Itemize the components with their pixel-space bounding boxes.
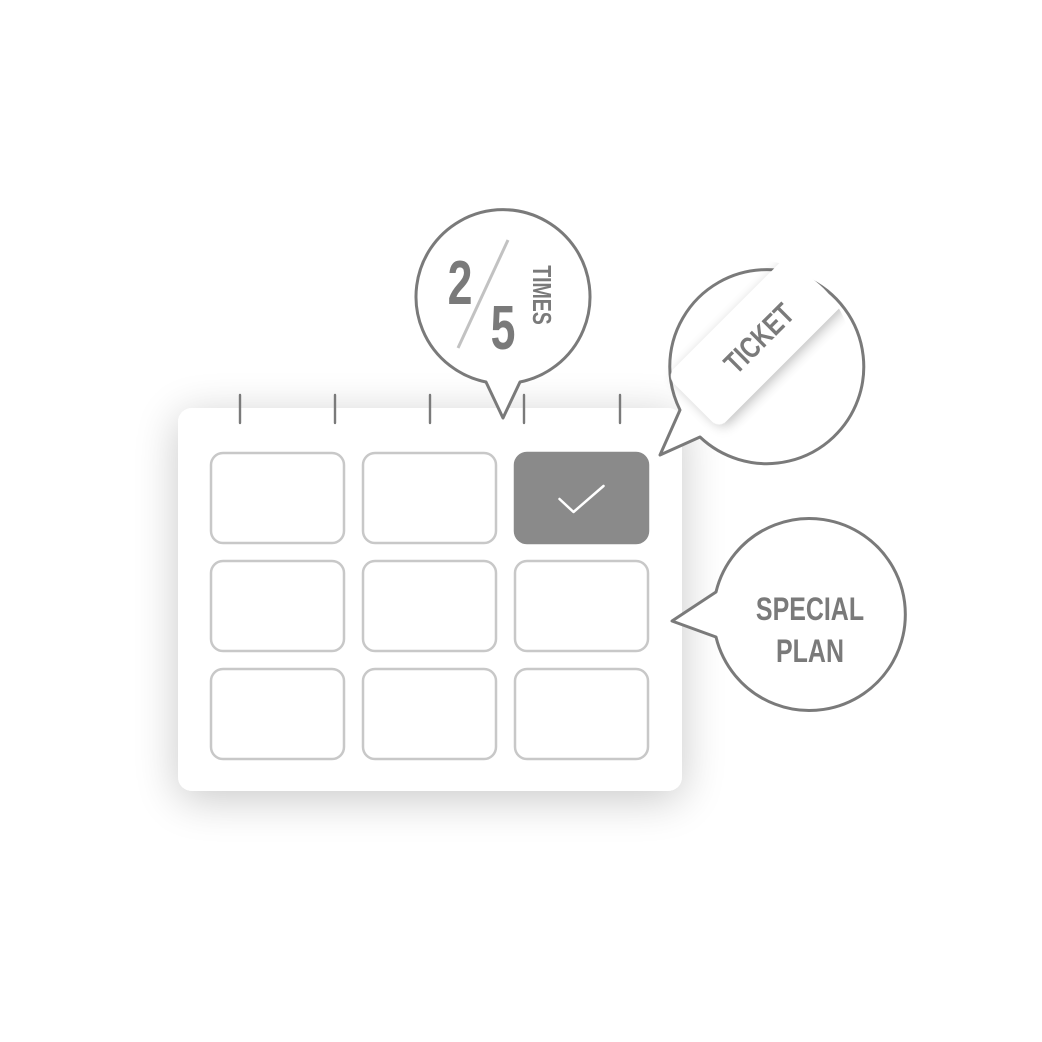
counter-unit-label: TIMES	[527, 265, 556, 325]
calendar-cell[interactable]	[361, 559, 498, 653]
special-plan-bubble-shape	[670, 517, 907, 712]
calendar-cell[interactable]	[513, 667, 650, 761]
times-counter-bubble-shape	[414, 208, 592, 420]
special-plan-line2: PLAN	[776, 634, 844, 670]
calendar-cell[interactable]	[209, 667, 346, 761]
checkmark-icon	[558, 484, 605, 514]
calendar-cell[interactable]	[513, 559, 650, 653]
calendar-cell[interactable]	[361, 667, 498, 761]
calendar-grid	[209, 451, 650, 761]
calendar-binder-ticks	[238, 393, 622, 425]
calendar-cell[interactable]	[209, 451, 346, 545]
calendar-cell[interactable]	[209, 559, 346, 653]
special-plan-line1: SPECIAL	[756, 592, 864, 628]
special-plan-bubble: SPECIAL PLAN	[670, 517, 907, 712]
times-counter-bubble: 2 5 TIMES	[414, 208, 592, 420]
calendar-cell[interactable]	[361, 451, 498, 545]
counter-used-value: 2	[448, 249, 473, 318]
ticket-bubble: TICKET	[658, 260, 866, 466]
fraction-slash	[456, 239, 510, 349]
counter-total-value: 5	[491, 294, 516, 363]
calendar-cell-checked[interactable]	[513, 451, 650, 545]
